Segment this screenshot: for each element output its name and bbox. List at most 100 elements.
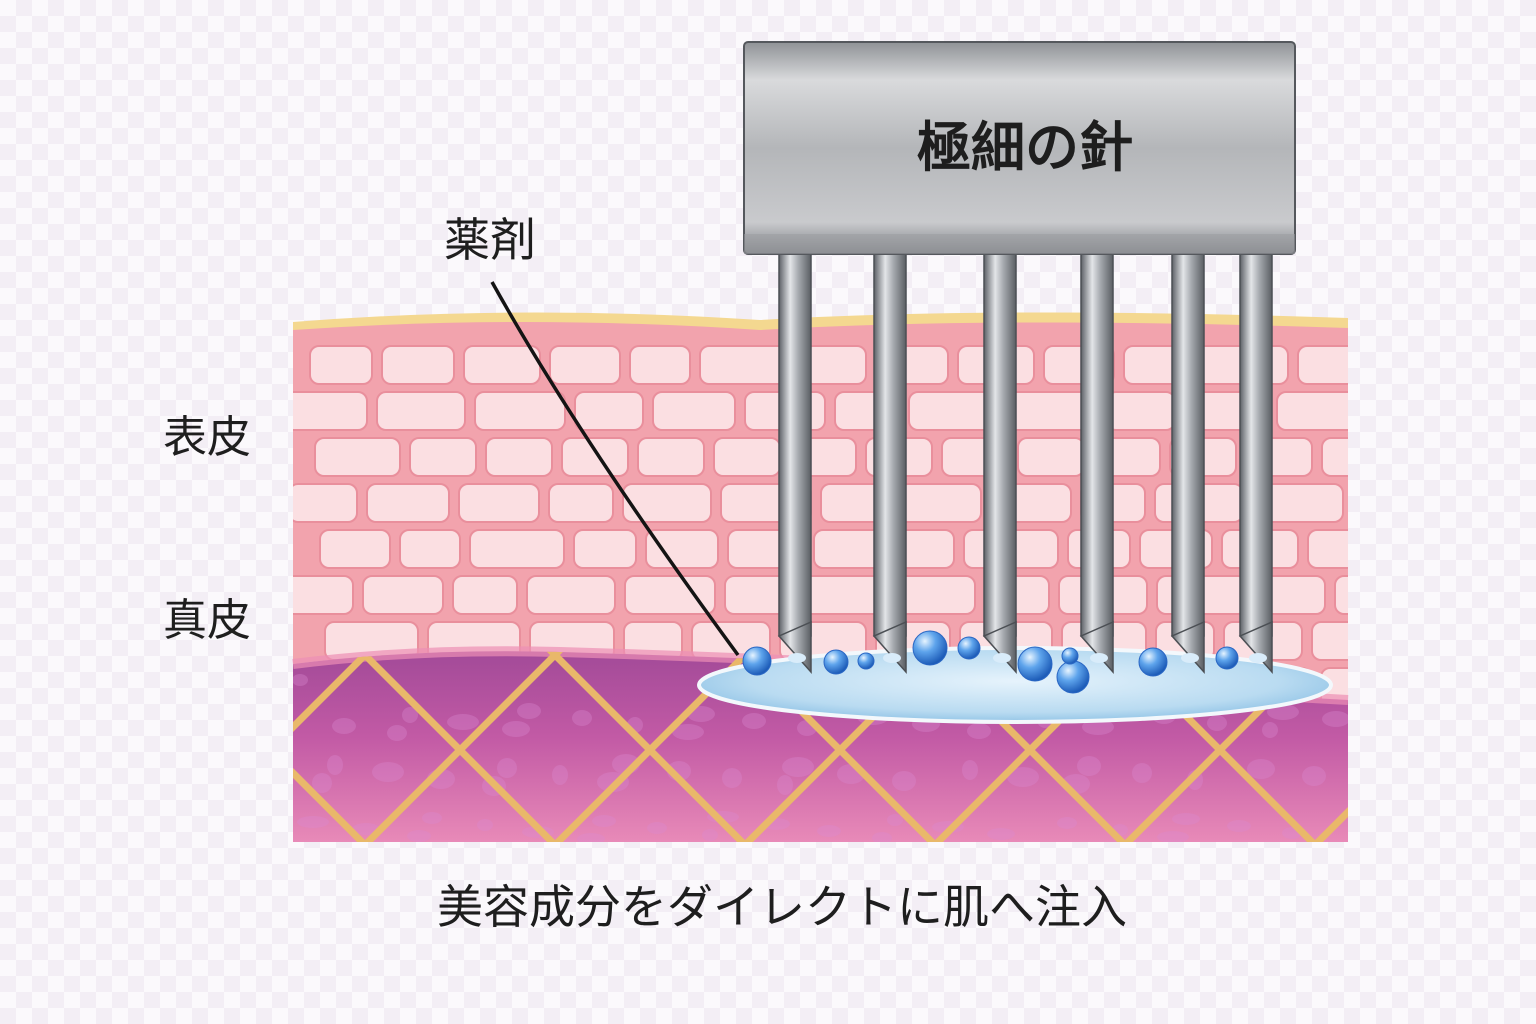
epidermis-cell xyxy=(314,437,401,477)
needle-shaft xyxy=(1239,253,1273,637)
epidermis-cell xyxy=(458,483,540,523)
epidermis-cell xyxy=(463,345,541,385)
epidermis-cell xyxy=(366,483,450,523)
dermis-spot xyxy=(332,718,356,734)
needle-bevel xyxy=(1249,653,1267,663)
collagen-fiber xyxy=(0,640,190,860)
dermis-spot xyxy=(497,758,517,778)
dermis-spot xyxy=(422,812,442,824)
epidermis-cell xyxy=(894,575,976,615)
collagen-fiber xyxy=(347,651,573,842)
epidermis-cell xyxy=(362,575,444,615)
dermis-spot xyxy=(1322,711,1348,727)
dermis-spot xyxy=(887,814,903,826)
epidermis-cell xyxy=(1276,391,1348,431)
medicine-leader-line xyxy=(490,281,740,657)
dermis-spot xyxy=(447,714,479,730)
needle-shaft xyxy=(983,253,1017,637)
epidermis-cell xyxy=(802,575,886,615)
dermis-spot xyxy=(502,721,530,737)
dermis-spot xyxy=(1207,715,1227,731)
needle-shaft xyxy=(1171,253,1205,637)
collagen-fiber xyxy=(1490,640,1536,860)
epidermis-cell xyxy=(452,575,518,615)
collagen-fiber xyxy=(293,651,383,842)
needle-bevel xyxy=(788,653,806,663)
medicine-droplet xyxy=(823,649,849,675)
dermis-spot xyxy=(672,724,704,740)
epidermis-cell xyxy=(381,345,455,385)
dermis-spot xyxy=(592,815,616,827)
dermis-spot xyxy=(552,765,568,785)
dermis-spot xyxy=(1262,722,1278,738)
dermis-spot xyxy=(517,703,541,719)
dermis-spot xyxy=(407,830,431,842)
skin-cross-section xyxy=(0,312,1536,860)
epidermis-cell xyxy=(645,529,719,569)
epidermis-cell xyxy=(549,345,621,385)
needle-bevel xyxy=(1181,653,1199,663)
epidermis-cell xyxy=(485,437,553,477)
epidermis-cell xyxy=(629,345,691,385)
epidermis-cell xyxy=(898,483,982,523)
needle-shaft xyxy=(1080,253,1114,637)
caption: 美容成分をダイレクトに肌へ注入 xyxy=(437,880,1127,934)
dermis-spot xyxy=(702,829,718,841)
collagen-fiber xyxy=(1490,640,1536,860)
dermis-spot xyxy=(387,725,407,741)
epidermis-cell xyxy=(803,345,867,385)
epidermis-cell xyxy=(469,529,565,569)
needle-head: 極細の針 xyxy=(743,41,1296,255)
epidermis-cell xyxy=(713,437,781,477)
dermis-spot xyxy=(647,822,667,834)
epidermis-cell xyxy=(574,391,644,431)
medicine-droplet xyxy=(742,646,772,676)
epidermis-cell xyxy=(399,529,461,569)
collagen-fiber xyxy=(0,640,190,860)
dermis-spot xyxy=(872,832,892,842)
dermis-spot xyxy=(1157,831,1189,842)
dermis-spot xyxy=(1227,820,1251,832)
dermis-spot xyxy=(1132,763,1152,783)
dermis-spot xyxy=(962,760,978,780)
needle-bevel xyxy=(883,653,901,663)
epidermis-cell xyxy=(573,529,637,569)
needle-bevel xyxy=(1090,653,1108,663)
epidermis-cell xyxy=(409,437,477,477)
epidermis-cell xyxy=(1311,621,1348,661)
medicine-droplet xyxy=(1061,647,1079,665)
medicine-droplet xyxy=(1056,660,1090,694)
dermis-spot xyxy=(327,755,343,775)
medicine-droplets xyxy=(742,630,1239,694)
epidermis-cell xyxy=(548,483,614,523)
dermis-spot xyxy=(402,707,418,723)
medicine-droplet xyxy=(1138,647,1168,677)
epidermis-label: 表皮 xyxy=(163,412,251,463)
epidermis-cell xyxy=(561,437,629,477)
medicine-droplet xyxy=(857,652,875,670)
epidermis-cell xyxy=(1307,529,1348,569)
dermis-spot xyxy=(372,762,404,782)
dermis-spot xyxy=(1007,767,1039,787)
epidermis-cell xyxy=(293,391,368,431)
collagen-fiber xyxy=(1297,651,1348,842)
dermis-spot xyxy=(477,819,493,831)
needle-shaft xyxy=(873,253,907,637)
dermis-spot xyxy=(1057,817,1077,829)
dermis-spot xyxy=(352,823,380,835)
epidermis-cell xyxy=(474,391,566,431)
epidermis-cell xyxy=(309,345,373,385)
dermis-spot xyxy=(1077,756,1101,776)
epidermis-cell xyxy=(1297,345,1348,385)
dermis-spot xyxy=(742,713,766,729)
dermis-spot xyxy=(312,773,332,793)
epidermis-cell xyxy=(526,575,616,615)
dermis-spot xyxy=(967,723,991,739)
medicine-label: 薬剤 xyxy=(444,213,536,267)
epidermis-cell xyxy=(376,391,466,431)
epidermis-cell xyxy=(293,575,354,615)
dermis-spot xyxy=(1302,766,1326,786)
dermis-spot xyxy=(1247,759,1275,779)
dermis-spot xyxy=(297,816,329,828)
